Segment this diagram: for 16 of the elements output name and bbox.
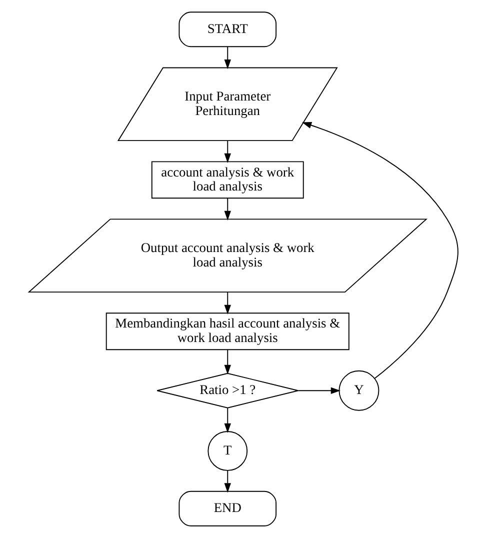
- arrow: [224, 140, 230, 163]
- arrow: [224, 470, 230, 493]
- node-box: account analysis & work load analysis: [150, 161, 304, 199]
- arrow: [224, 198, 230, 220]
- arrow: [224, 46, 230, 70]
- node-circle: Y: [338, 370, 379, 411]
- node-box: END: [178, 490, 276, 526]
- arrow: [224, 408, 230, 433]
- arrow: [224, 292, 230, 314]
- node-diamond: Ratio >1 ?: [156, 372, 298, 408]
- node-box: START: [178, 12, 276, 48]
- arrow: [301, 122, 458, 379]
- arrow: [297, 387, 340, 394]
- node-circle: T: [207, 431, 248, 471]
- node-box: Membandingkan hasil account analysis & work load analysis: [105, 312, 349, 350]
- arrow: [224, 349, 230, 374]
